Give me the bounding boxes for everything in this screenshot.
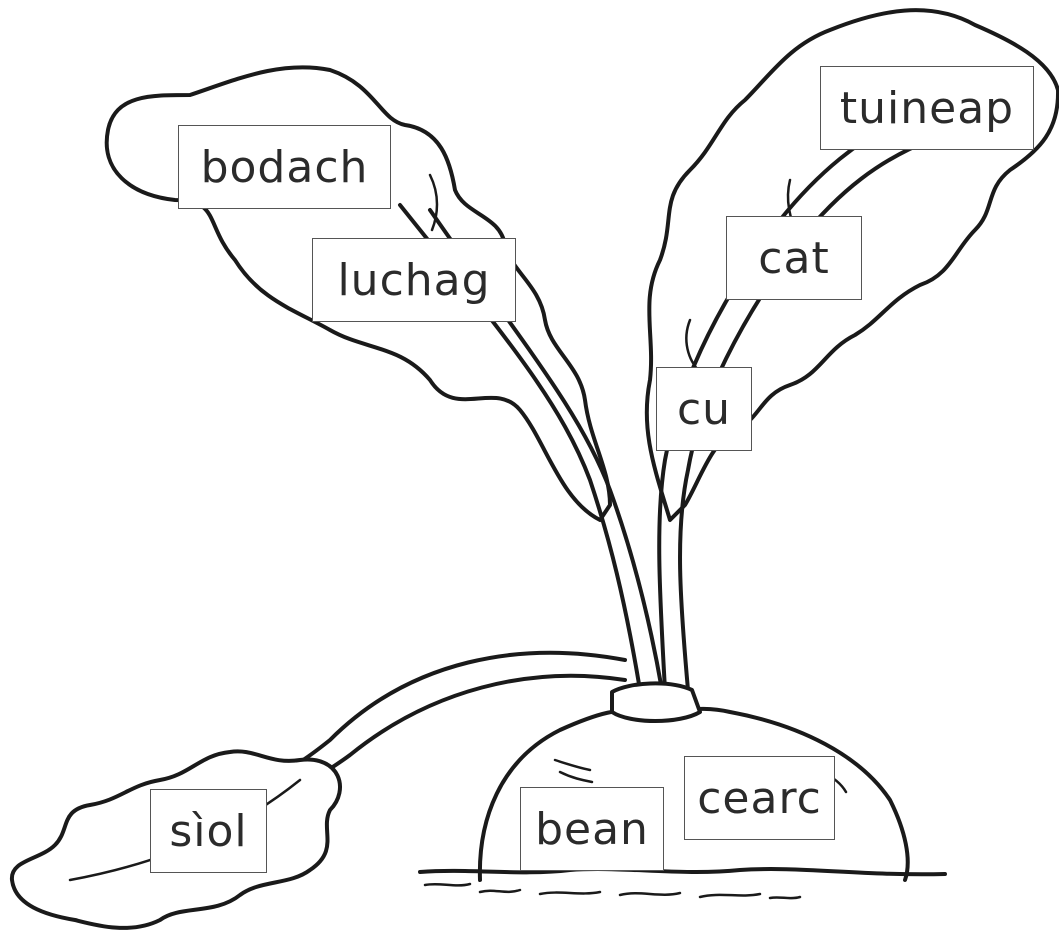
label-siol: sìol <box>150 789 267 873</box>
label-tuineap: tuineap <box>820 66 1034 150</box>
label-cearc: cearc <box>684 756 835 840</box>
ground-marks <box>425 884 800 898</box>
label-bean: bean <box>520 787 664 871</box>
label-bodach: bodach <box>178 125 391 209</box>
label-luchag: luchag <box>312 238 516 322</box>
stem-collar <box>612 683 700 721</box>
label-cu: cu <box>656 367 752 451</box>
label-cat: cat <box>726 216 862 300</box>
